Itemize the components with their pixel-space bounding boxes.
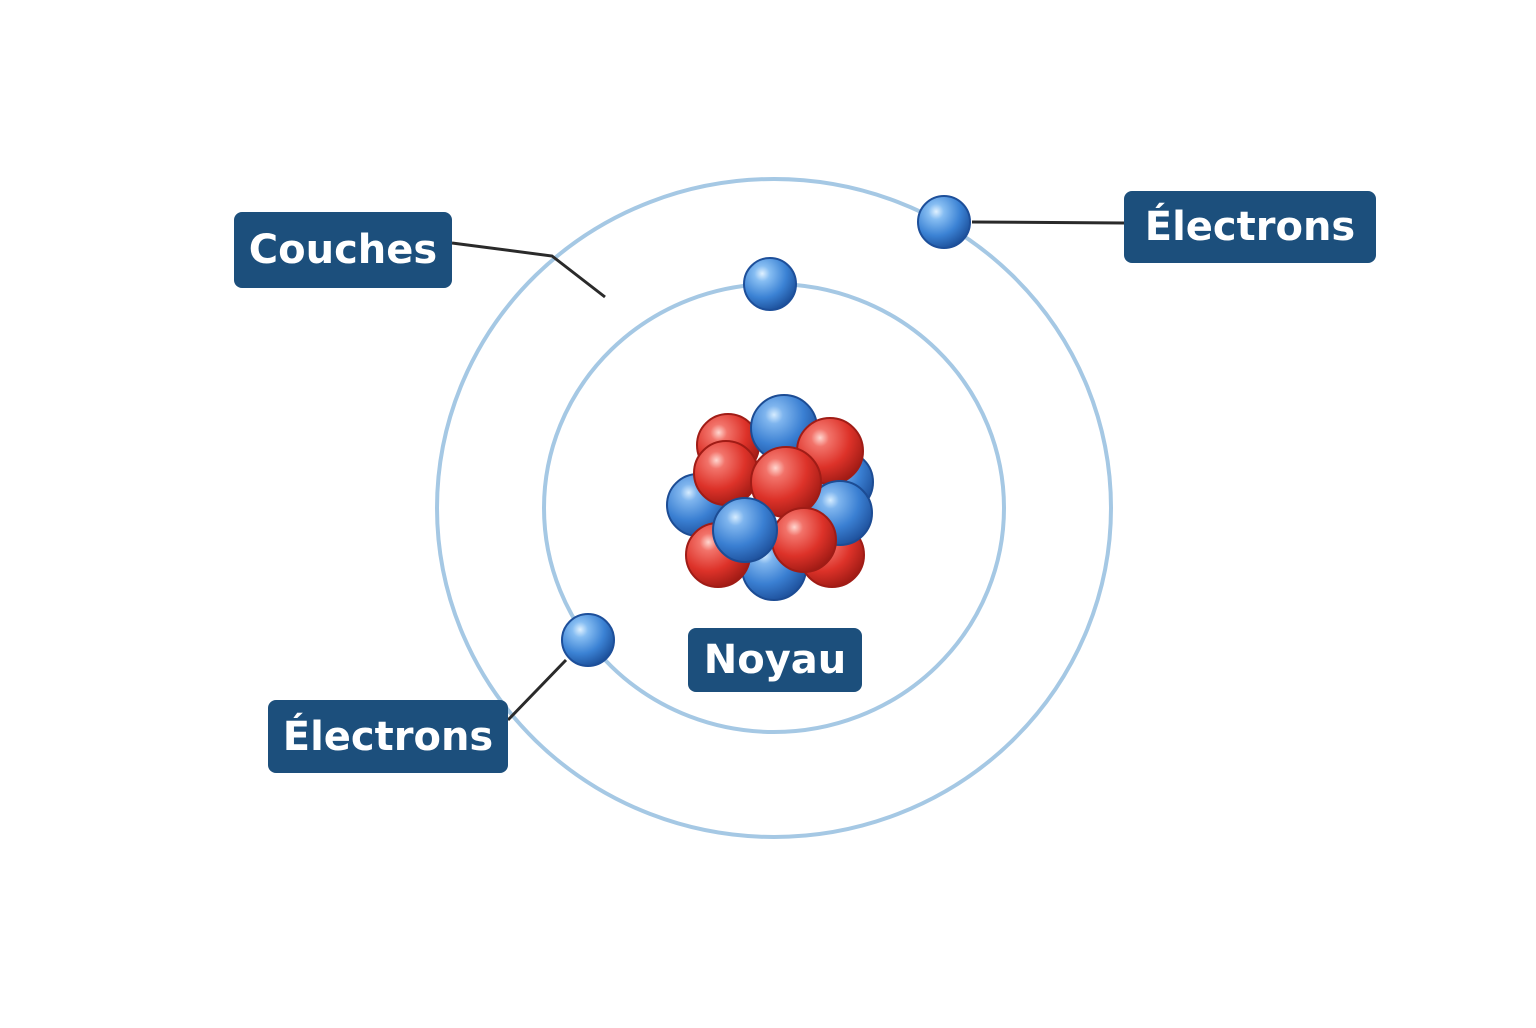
- neutron-icon: [712, 497, 778, 563]
- nucleus-label: Noyau: [688, 628, 862, 692]
- electron-icon: [743, 257, 797, 311]
- outer-shell: [435, 177, 1113, 839]
- electron-icon: [917, 195, 971, 249]
- nucleus-label-text: Noyau: [704, 637, 847, 683]
- electrons-top-leader-line: [971, 220, 1125, 225]
- electrons-top-label-text: Électrons: [1145, 202, 1356, 250]
- electrons-bottom-leader-line: [506, 658, 568, 722]
- proton-icon: [771, 507, 837, 573]
- electrons-bottom-label-text: Électrons: [283, 712, 494, 760]
- electrons-bottom-label: Électrons: [268, 700, 508, 773]
- proton-icon: [693, 440, 759, 506]
- shells-leader-line: [451, 241, 606, 299]
- nucleus: [666, 394, 874, 601]
- shells-label: Couches: [234, 212, 452, 288]
- electron-icon: [561, 613, 615, 667]
- shells-label-text: Couches: [249, 227, 437, 273]
- electrons-top-label: Électrons: [1124, 191, 1376, 263]
